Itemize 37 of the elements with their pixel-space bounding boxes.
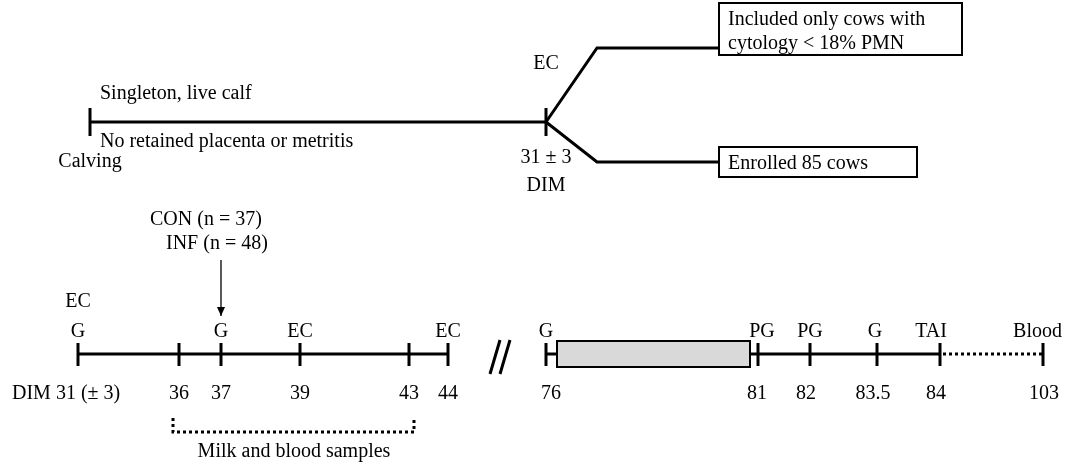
- event-label: Blood: [1013, 318, 1062, 342]
- day-label: DIM 31 (± 3): [12, 380, 121, 404]
- day-label: 103: [1029, 380, 1059, 404]
- group-label: CON (n = 37): [150, 206, 262, 230]
- arrow: [217, 259, 225, 317]
- bracket-label: Milk and blood samples: [197, 438, 391, 462]
- event-label: G: [867, 318, 883, 342]
- group-label: INF (n = 48): [166, 230, 268, 254]
- event-label: PG: [749, 318, 775, 342]
- event-label: G: [70, 318, 86, 342]
- process-box: [718, 146, 918, 178]
- day-label: 43: [399, 380, 419, 404]
- event-label: EC: [435, 318, 461, 342]
- event-label: EC: [287, 318, 313, 342]
- day-label: 36: [169, 380, 189, 404]
- timepoint-label: EC: [532, 50, 560, 74]
- timepoint-label: G: [212, 318, 230, 342]
- box-text: Enrolled 85 cows: [728, 150, 869, 174]
- day-label: 39: [290, 380, 310, 404]
- day-label: 37: [211, 380, 231, 404]
- event-label: TAI: [915, 318, 947, 342]
- box-text: Included only cows with cytology < 18% PMN: [728, 6, 927, 54]
- day-label: 83.5: [855, 380, 891, 404]
- event-label: EC: [65, 288, 91, 312]
- event-label: PG: [797, 318, 823, 342]
- criteria-text: Singleton, live calf: [100, 80, 252, 104]
- day-label: 76: [541, 380, 561, 404]
- day-label: 44: [438, 380, 458, 404]
- treatment-bar: [556, 340, 751, 368]
- event-label: G: [538, 318, 554, 342]
- timepoint-caption: 31 ± 3 DIM: [519, 144, 573, 197]
- connector-line: [545, 120, 718, 164]
- day-label: 84: [926, 380, 946, 404]
- process-box: [718, 2, 963, 56]
- day-label: 81: [747, 380, 767, 404]
- connector-line: [544, 46, 718, 123]
- day-label: 82: [796, 380, 816, 404]
